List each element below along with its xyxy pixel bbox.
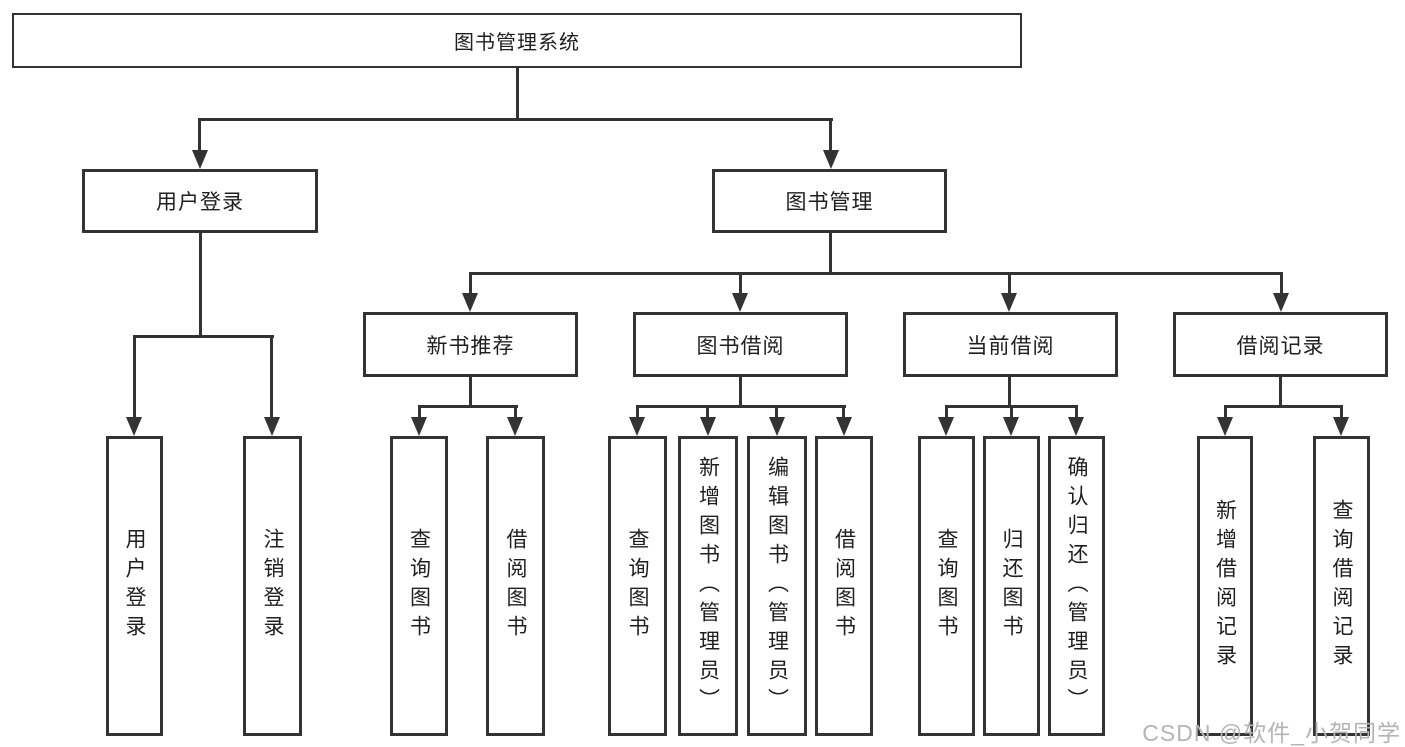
node-new-book-recommendation: 新书推荐 xyxy=(363,312,578,377)
connector-to-leaf xyxy=(945,405,948,419)
arrow-down-icon xyxy=(411,417,427,436)
connector-to-leaf xyxy=(514,405,517,419)
connector-to-leaf xyxy=(418,405,421,419)
node-label: 图书管理系统 xyxy=(454,32,580,54)
leaf-edit-book-admin: 编辑图书（管理员） xyxy=(747,436,807,736)
node-label: 当前借阅 xyxy=(966,334,1055,358)
leaf-confirm-return-admin: 确认归还（管理员） xyxy=(1048,436,1105,736)
connector-to-leaf xyxy=(706,405,709,419)
connector-stem xyxy=(1008,376,1011,407)
connector-stem xyxy=(739,376,742,407)
connector-to-leaf xyxy=(636,405,639,419)
node-label: 新书推荐 xyxy=(426,334,515,358)
node-borrowing-records: 借阅记录 xyxy=(1173,312,1388,377)
connector-to-user-login xyxy=(198,118,201,152)
connector-stem xyxy=(1279,376,1282,407)
arrow-down-icon xyxy=(192,150,208,169)
connector-to-group xyxy=(1280,272,1283,296)
connector-to-group xyxy=(469,272,472,296)
connector-to-leaf xyxy=(1224,405,1227,419)
arrow-down-icon xyxy=(1217,417,1233,436)
leaf-query-books-2: 查询图书 xyxy=(608,436,667,736)
connector-root-stem xyxy=(516,68,519,121)
arrow-down-icon xyxy=(462,293,478,312)
connector-bar xyxy=(1224,405,1343,408)
connector-to-leaf xyxy=(270,335,273,418)
connector-to-leaf xyxy=(1340,405,1343,419)
arrow-down-icon xyxy=(1068,417,1084,436)
leaf-borrow-books: 借阅图书 xyxy=(486,436,545,736)
connector-login-stem xyxy=(199,233,202,338)
node-library-management-system: 图书管理系统 xyxy=(12,13,1022,68)
arrow-down-icon xyxy=(507,417,523,436)
connector-to-leaf xyxy=(133,335,136,418)
leaf-add-borrow-record: 新增借阅记录 xyxy=(1197,436,1253,736)
arrow-down-icon xyxy=(629,417,645,436)
connector-to-book-management xyxy=(829,118,832,152)
connector-bar xyxy=(418,405,518,408)
arrow-down-icon xyxy=(1273,293,1289,312)
connector-mgmt-stem xyxy=(829,233,832,274)
leaf-query-books-3: 查询图书 xyxy=(918,436,975,736)
node-book-management: 图书管理 xyxy=(712,169,947,233)
arrow-down-icon xyxy=(1333,417,1349,436)
connector-to-leaf xyxy=(1075,405,1078,419)
arrow-down-icon xyxy=(264,417,280,436)
leaf-logout: 注销登录 xyxy=(243,436,302,736)
node-book-borrowing: 图书借阅 xyxy=(633,312,848,377)
connector-login-bar xyxy=(133,335,274,338)
connector-to-group xyxy=(1008,272,1011,296)
connector-mgmt-bar xyxy=(469,272,1283,275)
connector-to-leaf xyxy=(775,405,778,419)
leaf-query-borrow-record: 查询借阅记录 xyxy=(1313,436,1370,736)
leaf-user-login: 用户登录 xyxy=(106,436,163,736)
node-label: 图书管理 xyxy=(785,191,874,214)
leaf-add-book-admin: 新增图书（管理员） xyxy=(678,436,738,736)
connector-root-bar xyxy=(198,118,833,121)
arrow-down-icon xyxy=(823,150,839,169)
connector-stem xyxy=(469,376,472,407)
node-label: 借阅记录 xyxy=(1236,334,1325,358)
arrow-down-icon xyxy=(732,293,748,312)
connector-to-group xyxy=(739,272,742,296)
connector-to-leaf xyxy=(842,405,845,419)
connector-bar xyxy=(636,405,846,408)
connector-to-leaf xyxy=(1010,405,1013,419)
node-current-borrowing: 当前借阅 xyxy=(903,312,1118,377)
leaf-borrow-books-2: 借阅图书 xyxy=(815,436,873,736)
node-user-login: 用户登录 xyxy=(82,169,318,233)
arrow-down-icon xyxy=(126,417,142,436)
node-label: 图书借阅 xyxy=(696,334,785,358)
arrow-down-icon xyxy=(1001,293,1017,312)
arrow-down-icon xyxy=(836,417,852,436)
node-label: 用户登录 xyxy=(156,191,244,214)
arrow-down-icon xyxy=(938,417,954,436)
arrow-down-icon xyxy=(1003,417,1019,436)
leaf-return-books: 归还图书 xyxy=(983,436,1040,736)
leaf-query-books: 查询图书 xyxy=(390,436,448,736)
arrow-down-icon xyxy=(700,417,716,436)
arrow-down-icon xyxy=(769,417,785,436)
